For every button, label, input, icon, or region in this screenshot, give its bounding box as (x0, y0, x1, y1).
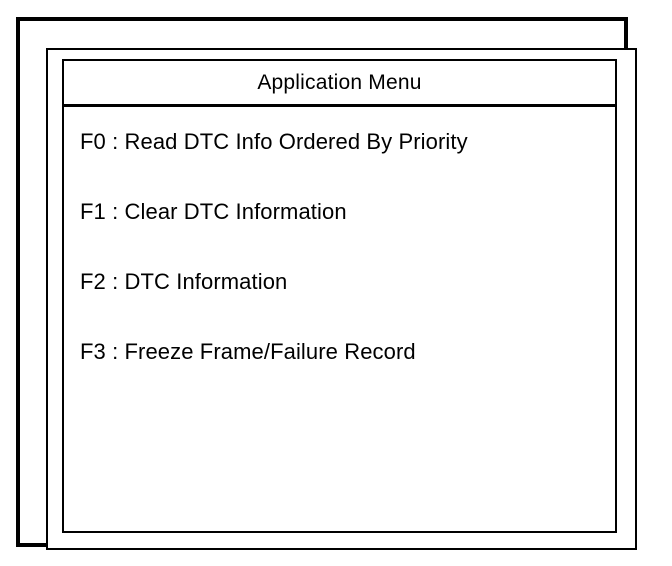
menu-item-f3[interactable]: F3 : Freeze Frame/Failure Record (80, 339, 607, 409)
panel-title-bar: Application Menu (64, 61, 615, 107)
menu-item-f0[interactable]: F0 : Read DTC Info Ordered By Priority (80, 129, 607, 199)
menu-list: F0 : Read DTC Info Ordered By Priority F… (80, 129, 607, 409)
menu-item-f2[interactable]: F2 : DTC Information (80, 269, 607, 339)
menu-item-label: F1 : Clear DTC Information (80, 199, 347, 224)
panel-body: F0 : Read DTC Info Ordered By Priority F… (64, 107, 615, 531)
application-menu-panel: Application Menu F0 : Read DTC Info Orde… (62, 59, 617, 533)
outer-frame-border: Application Menu F0 : Read DTC Info Orde… (16, 17, 637, 550)
menu-item-label: F0 : Read DTC Info Ordered By Priority (80, 129, 468, 154)
menu-item-label: F3 : Freeze Frame/Failure Record (80, 339, 416, 364)
menu-item-f1[interactable]: F1 : Clear DTC Information (80, 199, 607, 269)
menu-item-label: F2 : DTC Information (80, 269, 288, 294)
page-title: Application Menu (257, 71, 422, 94)
